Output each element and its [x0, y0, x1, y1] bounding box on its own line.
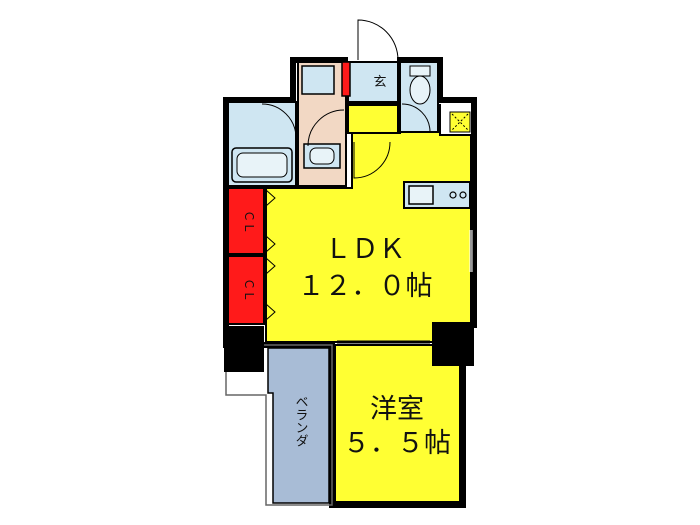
pillar	[224, 326, 264, 372]
bathroom	[227, 101, 297, 187]
bathroom-door-arc	[261, 103, 297, 139]
kitchen-sink	[408, 185, 434, 205]
washing-machine	[301, 65, 335, 95]
western-size: ５．５帖	[343, 428, 451, 459]
closet-upper-door	[265, 189, 276, 253]
stove-burner	[459, 191, 467, 199]
washbasin-bowl	[309, 147, 335, 165]
balcony: ベランダ	[225, 344, 333, 506]
stove-burner	[449, 191, 457, 199]
entrance-hall	[347, 104, 399, 134]
toilet-bowl	[409, 75, 431, 105]
balcony-outline	[225, 344, 333, 506]
washroom-door-arc	[307, 109, 345, 147]
closet-upper-fill	[227, 187, 265, 255]
ldk-size: １２．０帖	[298, 271, 433, 302]
ldk-name: ＬＤＫ	[325, 234, 406, 265]
closet-lower-door	[265, 257, 276, 321]
hall-door-arc	[353, 141, 391, 179]
entrance: 玄	[341, 19, 399, 179]
balcony-label: ベランダ	[293, 395, 309, 447]
closet-lower-fill	[227, 255, 265, 325]
pillar	[432, 322, 474, 366]
bathtub-inner	[236, 152, 288, 178]
closet-lower: ＣＬ	[227, 255, 276, 325]
toilet-tank	[409, 65, 431, 77]
closet-lower-label: ＣＬ	[242, 278, 256, 302]
ldk-room: ＬＤＫ １２．０帖	[265, 104, 472, 343]
toilet-door-arc	[401, 103, 431, 133]
western-room: 洋室 ５．５帖	[334, 340, 461, 503]
western-name: 洋室	[370, 394, 424, 425]
closet-upper: ＣＬ	[227, 187, 276, 255]
closet-upper-label: ＣＬ	[242, 210, 256, 234]
shoe-closet	[341, 61, 351, 97]
balcony-floor	[267, 347, 330, 504]
entrance-label: 玄	[373, 75, 386, 90]
toilet	[399, 61, 439, 133]
entrance-door-arc	[357, 19, 399, 61]
washroom	[297, 61, 347, 187]
